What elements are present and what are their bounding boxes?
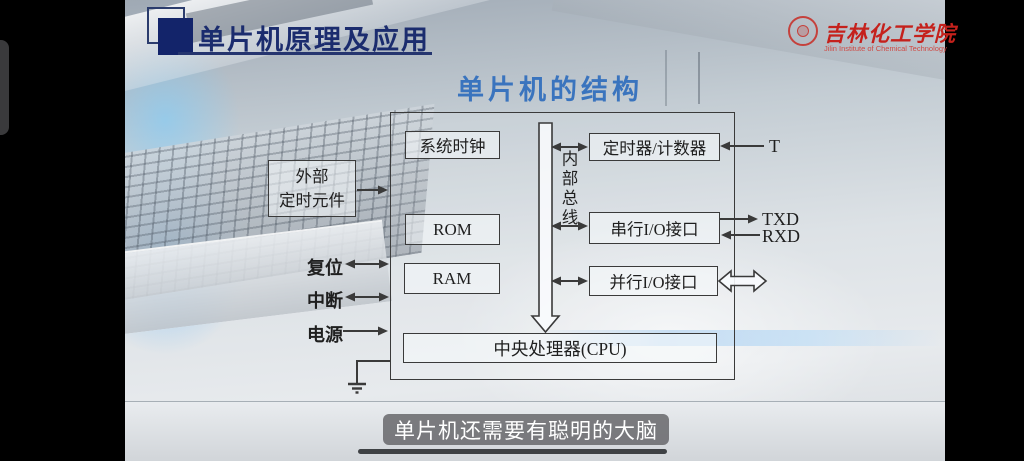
pin-label-reset: 复位	[307, 258, 343, 278]
block-external-timing-line1: 外部	[295, 167, 329, 187]
block-parallel-io: 并行I/O接口	[589, 266, 718, 296]
pin-label-t: T	[769, 136, 780, 156]
header-accent-square	[158, 18, 193, 55]
university-emblem-icon	[788, 16, 818, 46]
block-external-timing: 外部 定时元件	[268, 160, 356, 217]
internal-bus-label: 内部总线	[559, 150, 578, 228]
subtitle-caption: 单片机还需要有聪明的大脑	[383, 414, 669, 445]
pin-label-rxd: RXD	[762, 226, 801, 246]
block-system-clock: 系统时钟	[405, 131, 500, 159]
course-title: 单片机原理及应用	[198, 25, 430, 55]
emblem-core	[797, 25, 809, 37]
block-rom: ROM	[405, 214, 500, 245]
home-indicator[interactable]	[358, 449, 667, 454]
block-serial-io: 串行I/O接口	[589, 212, 720, 244]
block-external-timing-line2: 定时元件	[279, 190, 345, 210]
side-tab-handle[interactable]	[0, 40, 9, 135]
pin-label-interrupt: 中断	[307, 291, 343, 311]
university-name: 吉林化工学院	[824, 22, 956, 46]
block-cpu: 中央处理器(CPU)	[403, 333, 717, 363]
pin-label-power: 电源	[307, 325, 343, 345]
block-ram: RAM	[404, 263, 500, 294]
block-timer-counter: 定时器/计数器	[589, 133, 720, 161]
pin-label-txd: TXD	[762, 209, 799, 229]
background-glow	[125, 145, 250, 355]
header-underline	[178, 52, 432, 55]
background-panel-line	[698, 52, 700, 104]
university-name-english: Jilin Institute of Chemical Technology	[824, 44, 947, 53]
background-glow	[125, 35, 240, 205]
background-machinery	[125, 219, 392, 339]
slide-title: 单片机的结构	[457, 75, 643, 105]
